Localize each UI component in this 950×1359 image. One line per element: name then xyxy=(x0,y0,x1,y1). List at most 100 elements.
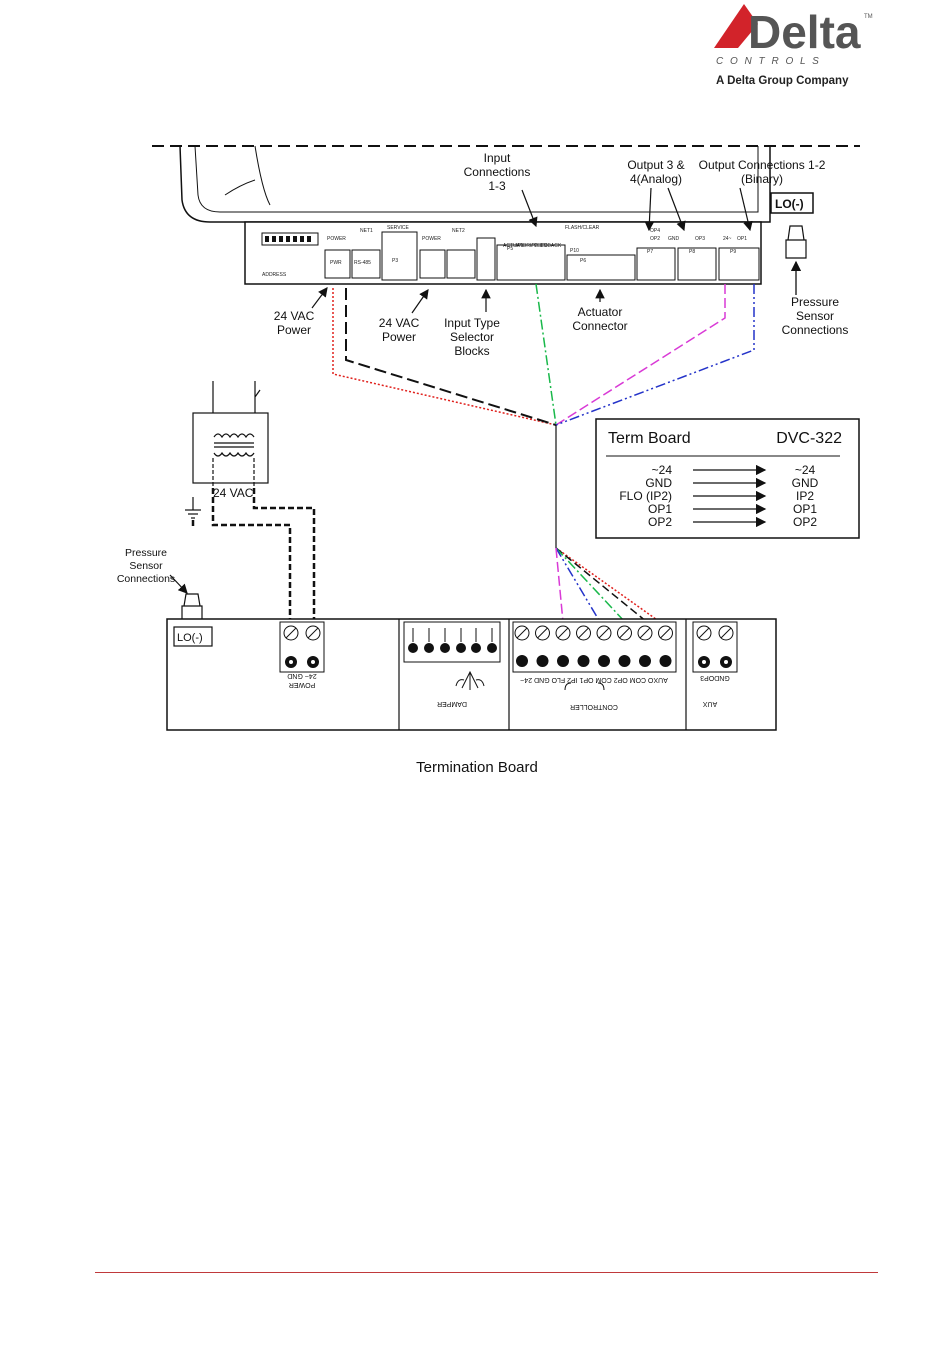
term-table-row: OP1 OP1 xyxy=(648,502,817,516)
pressure-left-line1: Pressure xyxy=(125,547,167,559)
service-port-p3 xyxy=(381,231,418,281)
pcb-label: P6 xyxy=(580,258,586,264)
pressure-top-callout: Pressure Sensor Connections xyxy=(782,295,849,337)
output-binary-line1: Output Connections 1-2 xyxy=(699,158,826,172)
actuator-line1: Actuator xyxy=(578,305,623,319)
connector-p9 xyxy=(677,247,717,281)
pcb-label: OP3 xyxy=(695,236,705,242)
transformer xyxy=(192,381,269,488)
output-binary-line2: (Binary) xyxy=(741,172,783,186)
damper-terminals xyxy=(408,643,497,653)
pressure-left-callout: Pressure Sensor Connections xyxy=(117,547,188,594)
pressure-fitting-left xyxy=(181,593,203,621)
input-connections-line1: Input xyxy=(484,151,511,165)
pressure-fitting-top xyxy=(785,225,807,259)
term-row-from: ~24 xyxy=(652,463,673,477)
pcb-label: PWR xyxy=(330,260,342,266)
delta-triangle-logo xyxy=(714,4,758,48)
controller-terminals xyxy=(514,625,673,667)
vac-left-line1: 24 VAC xyxy=(274,309,315,323)
pcb-label: POWER xyxy=(422,236,441,242)
pcb-label: NET1 xyxy=(360,228,373,234)
terminal-screw-slot xyxy=(598,627,610,639)
ground-symbol-icon xyxy=(185,497,201,519)
lo-port-top xyxy=(770,192,814,214)
input-connections-line2: Connections xyxy=(464,165,531,179)
term-row-from: FLO (IP2) xyxy=(619,489,672,503)
input-type-line2: Selector xyxy=(450,330,494,344)
pcb-label: SERVICE xyxy=(387,225,410,231)
terminal-screw-slot xyxy=(537,627,548,639)
input-connections-callout: Input Connections 1-3 xyxy=(464,151,538,228)
term-row-to: OP1 xyxy=(793,502,817,516)
wire-op1-magenta-bottom xyxy=(555,547,564,623)
power-label: POWER xyxy=(289,681,315,688)
term-table-model: DVC-322 xyxy=(776,430,842,447)
pcb-label: P10 xyxy=(570,248,579,254)
wires-power-bottom xyxy=(191,488,316,625)
pcb-label: OP1 xyxy=(737,236,747,242)
pcb-label: P7 xyxy=(647,249,653,255)
terminal-hole-icon xyxy=(516,655,528,667)
connector-p5 xyxy=(446,249,476,279)
logo-brand: Delta xyxy=(748,6,861,58)
pcb-label: POWER xyxy=(327,236,346,242)
pcb-label: NET2 xyxy=(452,228,465,234)
actuator-callout: Actuator Connector xyxy=(572,288,628,333)
wire-op2-blue-bottom xyxy=(555,547,601,623)
damper-label: DAMPER xyxy=(437,700,467,707)
pcb-label: RS-485 xyxy=(354,260,371,266)
term-table-title: Term Board xyxy=(608,430,691,447)
pcb-label: FLASH/CLEAR xyxy=(565,225,600,231)
input-type-line1: Input Type xyxy=(444,316,500,330)
selector-blocks xyxy=(476,237,496,281)
term-row-to: GND xyxy=(792,476,819,490)
wires-bottom xyxy=(555,547,661,623)
vac-power-left-callout: 24 VAC Power xyxy=(274,287,328,337)
wire-ip2-green-top xyxy=(535,283,557,426)
enclosure-inner xyxy=(194,145,759,213)
controller-label: CONTROLLER xyxy=(570,703,618,710)
pcb-label: P5 xyxy=(507,246,513,252)
terminal-hole-icon xyxy=(659,655,672,667)
pcb-label: IP2 xyxy=(530,243,538,249)
terminal-screw-slot xyxy=(516,627,528,639)
pressure-top-line1: Pressure xyxy=(791,295,839,309)
actuator-line2: Connector xyxy=(572,319,627,333)
term-row-to: OP2 xyxy=(793,515,817,529)
terminal-hole-icon xyxy=(639,655,651,667)
pcb-label: ACTUATOR / FEEDBACK xyxy=(503,243,562,249)
term-table-row: FLO (IP2) IP2 xyxy=(619,489,814,503)
term-row-from: OP1 xyxy=(648,502,672,516)
input-connections-line3: 1-3 xyxy=(488,179,506,193)
terminal-screw-slot xyxy=(639,627,651,639)
pcb-label: OP4 xyxy=(650,228,660,234)
term-row-from: GND xyxy=(645,476,672,490)
connector-p6 xyxy=(496,244,566,281)
controller-terminal-labels: AUXO COM OP2 COM OP1 IP2 FLO GND 24~ xyxy=(520,676,668,683)
terminal-hole-icon xyxy=(618,655,631,667)
pressure-top-line2: Sensor xyxy=(796,309,834,323)
controller-enclosure xyxy=(179,145,771,223)
term-table-row: ~24 ~24 xyxy=(652,463,816,477)
actuator-connector-p7 xyxy=(566,254,636,281)
lo-port-bottom xyxy=(173,626,213,647)
term-row-to: IP2 xyxy=(796,489,814,503)
wire-op1-magenta-top xyxy=(555,284,726,426)
terminal-hole-icon xyxy=(598,655,610,667)
pcb-label: IP1 xyxy=(516,243,524,249)
pcb-label: P3 xyxy=(392,258,398,264)
connector-p10 xyxy=(718,247,760,281)
cover-curve xyxy=(224,145,271,206)
connector-p2 xyxy=(351,249,381,279)
terminal-screw-slot xyxy=(557,627,569,639)
logo-sub: C O N T R O L S xyxy=(716,56,821,67)
logo-company: A Delta Group Company xyxy=(716,75,849,87)
vac-mid-line2: Power xyxy=(382,330,416,344)
term-row-to: ~24 xyxy=(795,463,816,477)
pressure-left-line3: Connections xyxy=(117,573,175,585)
logo-tm: TM xyxy=(864,14,873,20)
